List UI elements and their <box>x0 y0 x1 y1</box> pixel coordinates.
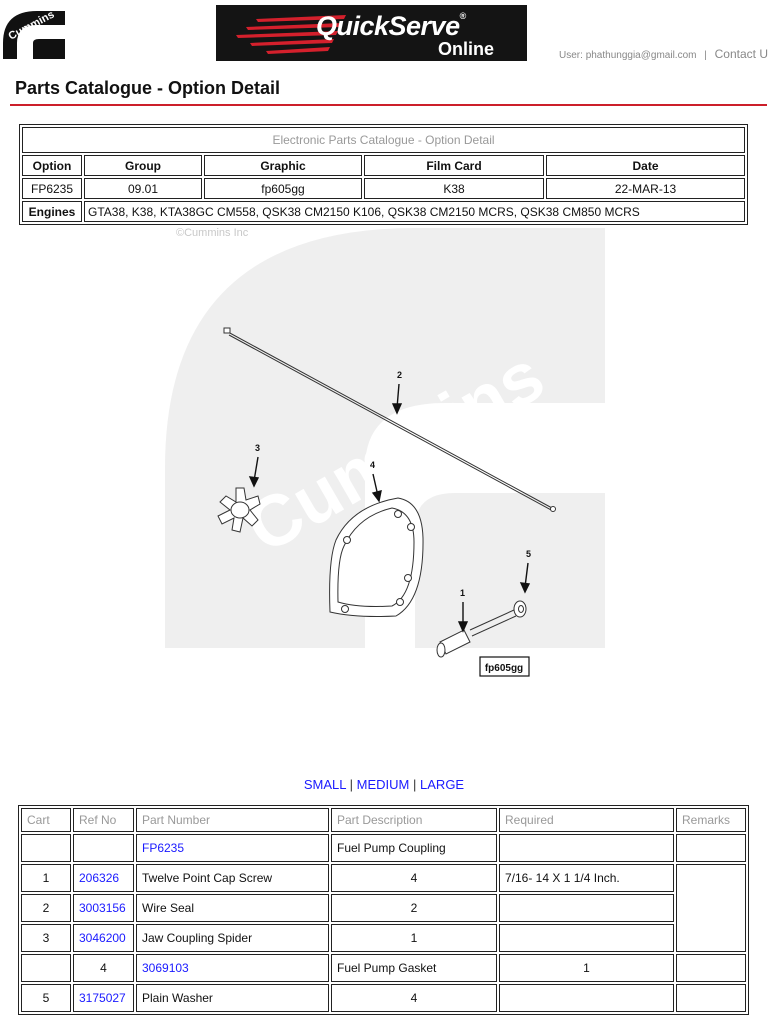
engines-label: Engines <box>22 201 82 222</box>
required-cell <box>499 984 674 1012</box>
col-remarks: Remarks <box>676 808 746 832</box>
desc-cell: 1 <box>331 924 497 952</box>
part-cell: Wire Seal <box>136 894 329 922</box>
separator: | <box>704 50 707 61</box>
fuel-pump-gasket-part <box>329 497 424 617</box>
part-cell: Jaw Coupling Spider <box>136 924 329 952</box>
table-row: 4 3069103 Fuel Pump Gasket 1 <box>21 954 746 982</box>
table-row: 5 3175027 Plain Washer 4 <box>21 984 746 1012</box>
cummins-watermark: Cummins <box>165 228 605 648</box>
desc-cell: 4 <box>331 864 497 892</box>
user-label: User: <box>559 50 583 61</box>
callout-arrows <box>248 383 531 633</box>
graphic-value: fp605gg <box>204 178 362 199</box>
jaw-coupling-spider-part <box>217 487 261 533</box>
table-row: 3 3046200 Jaw Coupling Spider 1 <box>21 924 746 952</box>
date-value: 22-MAR-13 <box>546 178 745 199</box>
col-group: Group <box>84 155 202 176</box>
title-divider <box>10 104 767 106</box>
cart-cell: 3 <box>21 924 71 952</box>
part-description: Fuel Pump Coupling <box>331 834 497 862</box>
copyright-text: ©Cummins Inc <box>176 227 249 239</box>
ref-link[interactable]: 3175027 <box>79 991 126 1005</box>
part-link[interactable]: FP6235 <box>142 841 185 855</box>
callout-3: 3 <box>255 443 260 453</box>
required-cell <box>499 924 674 952</box>
col-part-description: Part Description <box>331 808 497 832</box>
cummins-logo[interactable]: Cummins <box>3 3 69 61</box>
parts-list-table: Cart Ref No Part Number Part Description… <box>18 805 749 1015</box>
graphic-label-box <box>479 656 530 677</box>
plain-washer-part <box>513 600 527 618</box>
option-detail-table: Electronic Parts Catalogue - Option Deta… <box>19 124 748 225</box>
col-date: Date <box>546 155 745 176</box>
value-row: FP6235 09.01 fp605gg K38 22-MAR-13 <box>22 178 745 199</box>
col-option: Option <box>22 155 82 176</box>
col-part-number: Part Number <box>136 808 329 832</box>
col-graphic: Graphic <box>204 155 362 176</box>
col-cart: Cart <box>21 808 71 832</box>
separator: | <box>349 777 354 792</box>
part-cell: Plain Washer <box>136 984 329 1012</box>
ref-link[interactable]: 3003156 <box>79 901 126 915</box>
size-medium-link[interactable]: MEDIUM <box>356 777 410 792</box>
speed-lines-icon <box>236 15 346 54</box>
header-row: Option Group Graphic Film Card Date <box>22 155 745 176</box>
quickserve-banner[interactable]: QuickServe® Online <box>216 5 527 61</box>
banner-subtitle: Online <box>438 39 495 59</box>
ref-cell: 4 <box>73 954 134 982</box>
cap-screw-part <box>436 609 517 658</box>
page-title: Parts Catalogue - Option Detail <box>15 78 281 98</box>
option-value: FP6235 <box>22 178 82 199</box>
image-size-links: SMALL | MEDIUM | LARGE <box>0 777 768 792</box>
user-info: User: phathunggia@gmail.com | Contact Us <box>559 47 768 61</box>
parts-illustration[interactable]: 2 3 4 5 1 fp605gg <box>0 0 768 770</box>
engines-row: Engines GTA38, K38, KTA38GC CM558, QSK38… <box>22 201 745 222</box>
part-cell: Twelve Point Cap Screw <box>136 864 329 892</box>
remarks-cell <box>676 864 746 952</box>
col-film-card: Film Card <box>364 155 544 176</box>
table-caption: Electronic Parts Catalogue - Option Deta… <box>22 127 745 153</box>
col-required: Required <box>499 808 674 832</box>
required-cell <box>499 894 674 922</box>
cart-cell: 1 <box>21 864 71 892</box>
part-link[interactable]: 3069103 <box>142 961 189 975</box>
remarks-cell <box>676 984 746 1012</box>
film-card-value: K38 <box>364 178 544 199</box>
cart-cell: 5 <box>21 984 71 1012</box>
required-cell: 7/16- 14 X 1 1/4 Inch. <box>499 864 674 892</box>
desc-cell: Fuel Pump Gasket <box>331 954 497 982</box>
callout-5: 5 <box>526 549 531 559</box>
size-large-link[interactable]: LARGE <box>420 777 465 792</box>
col-ref-no: Ref No <box>73 808 134 832</box>
banner-title: QuickServe® <box>316 11 466 41</box>
contact-us-link[interactable]: Contact Us <box>714 47 768 61</box>
graphic-label: fp605gg <box>485 663 523 674</box>
remarks-cell <box>676 954 746 982</box>
callout-4: 4 <box>370 460 375 470</box>
table-row: FP6235 Fuel Pump Coupling <box>21 834 746 862</box>
ref-link[interactable]: 206326 <box>79 871 120 885</box>
engines-value: GTA38, K38, KTA38GC CM558, QSK38 CM2150 … <box>84 201 745 222</box>
header-row: Cart Ref No Part Number Part Description… <box>21 808 746 832</box>
size-small-link[interactable]: SMALL <box>303 777 347 792</box>
desc-cell: 4 <box>331 984 497 1012</box>
cart-cell: 2 <box>21 894 71 922</box>
user-email: phathunggia@gmail.com <box>585 50 697 61</box>
required-cell: 1 <box>499 954 674 982</box>
callout-2: 2 <box>397 370 402 380</box>
desc-cell: 2 <box>331 894 497 922</box>
group-value: 09.01 <box>84 178 202 199</box>
callout-1: 1 <box>460 588 465 598</box>
table-row: 2 3003156 Wire Seal 2 <box>21 894 746 922</box>
ref-link[interactable]: 3046200 <box>79 931 126 945</box>
separator: | <box>413 777 417 792</box>
table-row: 1 206326 Twelve Point Cap Screw 4 7/16- … <box>21 864 746 952</box>
wire-seal-part <box>223 327 556 512</box>
